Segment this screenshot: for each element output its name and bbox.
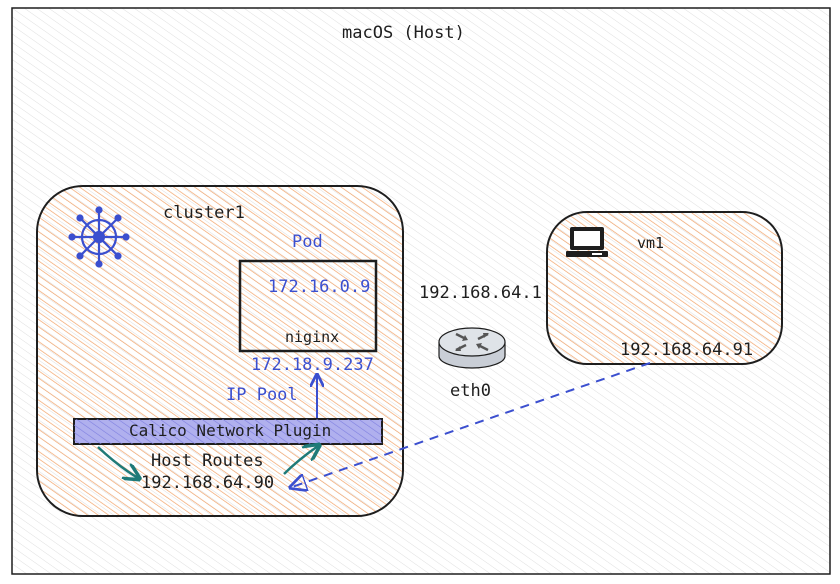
- kubernetes-icon: [68, 206, 130, 268]
- vm-to-node-link: [292, 362, 651, 487]
- pod-name: niginx: [285, 328, 340, 346]
- host-title: macOS (Host): [342, 23, 465, 43]
- pod-label: Pod: [292, 232, 323, 252]
- vm-ip: 192.168.64.91: [620, 340, 754, 360]
- computer-icon: [566, 227, 608, 257]
- cluster-name: cluster1: [163, 203, 245, 223]
- pod-box: [238, 259, 378, 353]
- route-arrow-up: [283, 446, 318, 475]
- router-interface: eth0: [450, 381, 491, 401]
- calico-plugin-label: Calico Network Plugin: [129, 421, 332, 440]
- host-routes-label: Host Routes: [151, 451, 264, 471]
- ip-pool-label: IP Pool: [226, 385, 298, 405]
- route-arrow-down: [97, 446, 138, 478]
- pod-ip: 172.16.0.9: [268, 277, 371, 297]
- router-ip: 192.168.64.1: [419, 283, 542, 303]
- vm-box: [546, 211, 783, 365]
- service-ip: 172.18.9.237: [251, 355, 374, 375]
- router-icon: [438, 327, 506, 369]
- node-ip: 192.168.64.90: [141, 473, 275, 493]
- vm-name: vm1: [637, 234, 665, 252]
